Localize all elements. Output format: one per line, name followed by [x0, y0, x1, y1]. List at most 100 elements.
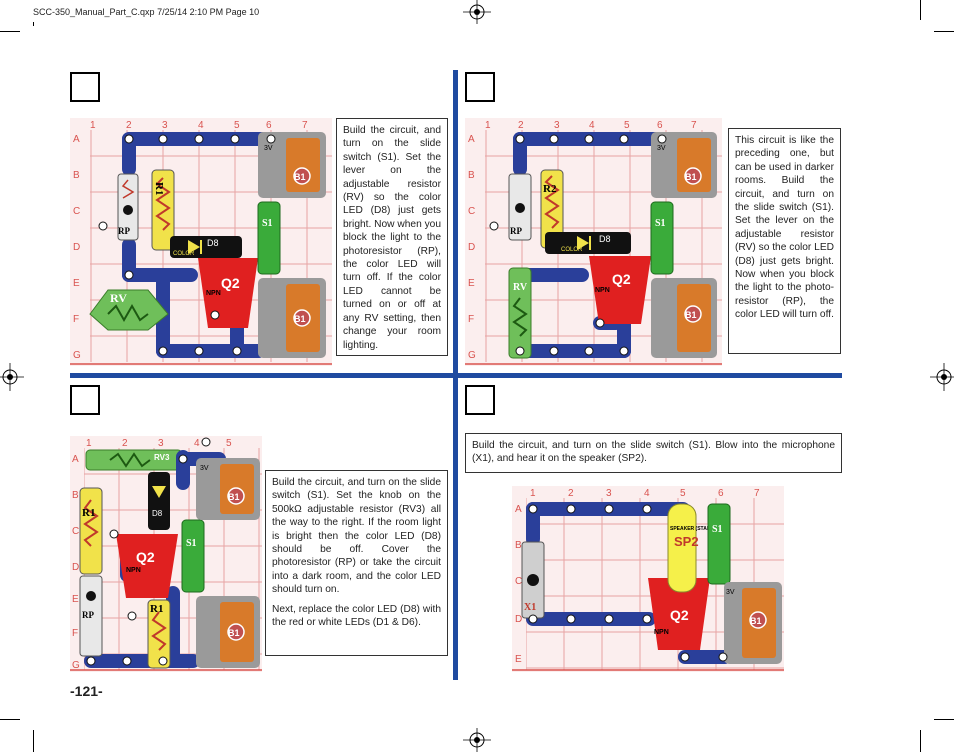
grid-row-label: B: [515, 540, 522, 551]
grid-row-label: C: [73, 206, 80, 217]
registration-mark-right: [930, 363, 954, 391]
grid-row-label: E: [72, 594, 79, 605]
crop-mark: [920, 0, 921, 20]
crop-mark: [33, 730, 34, 752]
grid-row-label: G: [72, 660, 80, 671]
part-label-3v: 3V: [264, 145, 273, 152]
grid-col-label: 4: [194, 438, 200, 449]
part-label-s1: S1: [262, 218, 273, 229]
part-label-b1: B1: [228, 628, 240, 638]
instruction-text: Build the circuit, and turn on the slide…: [472, 440, 835, 465]
part-label-b1: B1: [685, 310, 697, 320]
part-label-3v: 3V: [657, 145, 666, 152]
instruction-text: Next, replace the color LED (D8) with th…: [272, 603, 441, 629]
horizontal-divider-left: [70, 373, 454, 378]
grid-col-label: 3: [158, 438, 164, 449]
grid-col-label: 6: [718, 488, 724, 499]
project-number-box: [465, 72, 495, 102]
grid-col-label: 1: [530, 488, 536, 499]
grid-col-label: 5: [234, 120, 240, 131]
text-box-circuit-c: Build the circuit, and turn on the slide…: [265, 470, 448, 656]
part-label-b1: B1: [294, 172, 306, 182]
grid-row-label: B: [73, 170, 80, 181]
grid-col-label: 4: [198, 120, 204, 131]
part-label-r1: R1: [82, 507, 95, 519]
part-label-s1: S1: [655, 218, 666, 229]
grid-row-label: E: [73, 278, 80, 289]
part-label-r1: R1: [153, 182, 165, 195]
grid-col-label: 7: [302, 120, 308, 131]
grid-col-label: 2: [122, 438, 128, 449]
grid-row-label: D: [73, 242, 80, 253]
part-label-q2: Q2: [612, 271, 631, 287]
registration-mark-left: [0, 363, 24, 391]
project-number-box: [70, 72, 100, 102]
grid-row-label: F: [468, 314, 474, 325]
circuit-diagram-c: 1 2 3 4 5 A B C D E F G RV3 R1 RP D8 Q2 …: [70, 436, 262, 672]
part-label-q2: Q2: [221, 275, 240, 291]
grid-row-label: C: [515, 576, 522, 587]
grid-col-label: 1: [485, 120, 491, 131]
crop-mark: [33, 22, 34, 26]
grid-col-label: 2: [568, 488, 574, 499]
grid-col-label: 4: [644, 488, 650, 499]
grid-col-label: 3: [162, 120, 168, 131]
grid-col-label: 6: [657, 120, 663, 131]
part-label-rp: RP: [82, 610, 94, 620]
grid-col-label: 1: [90, 120, 96, 131]
project-number-box: [465, 385, 495, 415]
text-box-circuit-a: Build the circuit, and turn on the slide…: [336, 118, 448, 356]
grid-row-label: F: [72, 628, 78, 639]
grid-col-label: 5: [680, 488, 686, 499]
part-label-r2: R2: [543, 183, 557, 195]
grid-row-label: B: [468, 170, 475, 181]
part-label-3v: 3V: [200, 465, 209, 472]
part-label-sp2: SP2: [674, 534, 699, 549]
instruction-text: Build the circuit, and turn on the slide…: [272, 477, 441, 596]
part-label-rv: RV: [513, 282, 528, 293]
part-label-rp: RP: [510, 226, 522, 236]
circuit-diagram-d: 1 2 3 4 5 6 7 A B C D E X1 Q2 NPN SP2 SP…: [512, 486, 784, 672]
circuit-diagram-b: 1 2 3 4 5 6 7 A B C D E F G RP R2 D8 COL…: [465, 118, 722, 366]
part-label-d8: D8: [152, 509, 163, 518]
part-label-color: COLOR: [173, 251, 195, 257]
part-label-b1: B1: [228, 492, 240, 502]
grid-col-label: 1: [86, 438, 92, 449]
grid-row-label: D: [468, 242, 475, 253]
part-label-x1: X1: [524, 602, 536, 613]
grid-col-label: 5: [226, 438, 232, 449]
grid-row-label: E: [515, 654, 522, 665]
crop-mark: [934, 31, 954, 32]
part-label-3v: 3V: [726, 589, 735, 596]
crop-mark: [0, 719, 20, 720]
grid-row-label: D: [72, 562, 79, 573]
part-label-rp: RP: [118, 226, 130, 236]
file-info-header: SCC-350_Manual_Part_C.qxp 7/25/14 2:10 P…: [33, 7, 260, 17]
project-number-box: [70, 385, 100, 415]
grid-col-label: 3: [554, 120, 560, 131]
grid-row-label: C: [72, 526, 79, 537]
part-label-speaker: SPEAKER (STANDING): [670, 526, 725, 532]
grid-col-label: 2: [126, 120, 132, 131]
circuit-diagram-a: 1 2 3 4 5 6 7 A B C D E F G R1 RP D8 COL…: [70, 118, 332, 366]
grid-col-label: 3: [606, 488, 612, 499]
part-label-npn: NPN: [206, 290, 221, 297]
part-label-npn: NPN: [595, 287, 610, 294]
part-label-d8: D8: [207, 238, 219, 248]
part-label-s1: S1: [712, 524, 723, 535]
grid-row-label: E: [468, 278, 475, 289]
grid-col-label: 7: [691, 120, 697, 131]
grid-col-label: 6: [266, 120, 272, 131]
grid-row-label: A: [72, 454, 79, 465]
part-label-b1: B1: [685, 172, 697, 182]
text-box-circuit-b: This circuit is like the preceding one, …: [728, 128, 841, 354]
grid-row-label: G: [73, 350, 81, 361]
part-label-q2: Q2: [136, 549, 155, 565]
part-label-rv3: RV3: [154, 453, 170, 462]
part-label-npn: NPN: [654, 629, 669, 636]
grid-row-label: D: [515, 614, 522, 625]
grid-row-label: C: [468, 206, 475, 217]
grid-col-label: 2: [518, 120, 524, 131]
grid-col-label: 5: [624, 120, 630, 131]
part-label-r1: R1: [150, 603, 163, 615]
